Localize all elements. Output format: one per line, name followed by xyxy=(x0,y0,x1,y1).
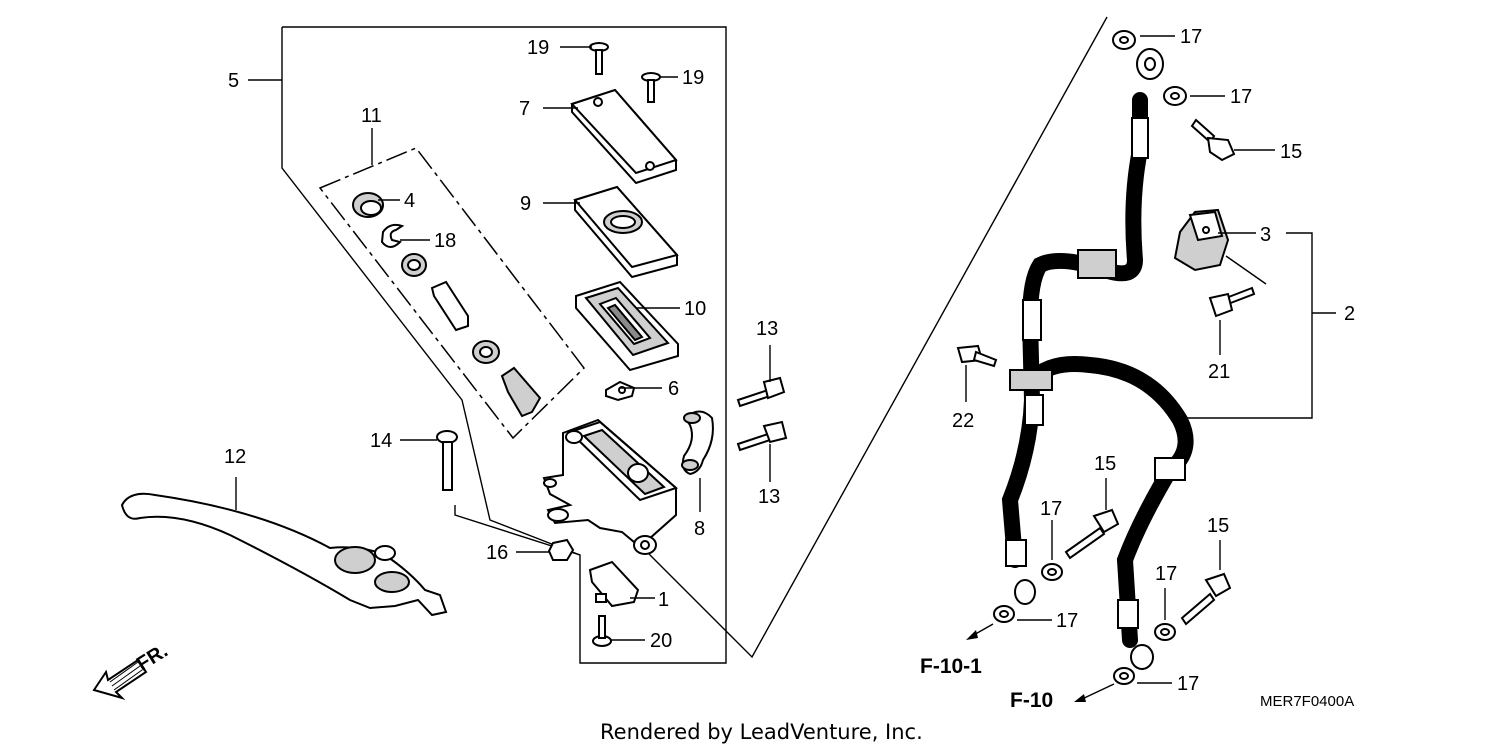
leader-lines xyxy=(235,35,1275,684)
part-label-15-top: 15 xyxy=(1280,141,1302,163)
part-label-11: 11 xyxy=(361,105,382,127)
part-label-15-right: 15 xyxy=(1207,515,1229,537)
part-label-19-left: 19 xyxy=(527,37,549,59)
piston-parts xyxy=(352,192,542,418)
part-label-22: 22 xyxy=(952,410,974,432)
brake-lever xyxy=(120,492,448,617)
part-label-5: 5 xyxy=(228,70,239,92)
holder-clamp xyxy=(681,410,714,476)
diaphragm xyxy=(575,280,679,372)
front-direction-arrow xyxy=(92,658,148,701)
part-label-4: 4 xyxy=(404,190,415,212)
part-label-17-e: 17 xyxy=(1155,563,1177,585)
part-label-16: 16 xyxy=(486,542,508,564)
part-label-1: 1 xyxy=(658,589,669,611)
part-label-17-f: 17 xyxy=(1177,673,1199,695)
credit-text: Rendered by LeadVenture, Inc. xyxy=(600,720,923,744)
part-label-19-right: 19 xyxy=(682,67,704,89)
part-label-8: 8 xyxy=(694,518,705,540)
screw-20 xyxy=(592,615,612,647)
part-label-10: 10 xyxy=(684,298,706,320)
part-label-20: 20 xyxy=(650,630,672,652)
part-label-6: 6 xyxy=(668,378,679,400)
part-labels: 1 2 3 4 5 6 7 8 9 10 11 12 13 13 14 15 1… xyxy=(224,26,1355,695)
piston-kit-outline xyxy=(318,128,585,440)
bolts-13 xyxy=(736,376,788,452)
pivot-bolt xyxy=(436,430,458,491)
part-label-15-mid: 15 xyxy=(1094,453,1116,475)
part-label-12: 12 xyxy=(224,446,246,468)
part-label-18: 18 xyxy=(434,230,456,252)
part-label-9: 9 xyxy=(520,193,531,215)
ref-arrows xyxy=(966,623,1115,702)
diaphragm-plate xyxy=(573,185,679,279)
ref-f10: F-10 xyxy=(1010,689,1053,712)
sealing-washers xyxy=(993,30,1187,685)
reservoir-cap xyxy=(570,88,678,185)
diagram-code: MER7F0400A xyxy=(1260,693,1354,710)
part-label-3: 3 xyxy=(1260,224,1271,246)
brake-hose-assembly xyxy=(1001,48,1194,670)
assembly-outline xyxy=(248,16,1336,664)
hose-bracket xyxy=(1173,208,1230,272)
master-cylinder-body xyxy=(542,418,678,555)
part-label-13-top: 13 xyxy=(756,318,778,340)
screws-19 xyxy=(589,42,661,103)
bolts-misc xyxy=(956,118,1256,626)
part-label-17-a: 17 xyxy=(1180,26,1202,48)
part-label-13-bottom: 13 xyxy=(758,486,780,508)
brake-switch xyxy=(588,560,640,608)
part-label-17-d: 17 xyxy=(1056,610,1078,632)
part-label-14: 14 xyxy=(370,430,392,452)
part-label-17-c: 17 xyxy=(1040,498,1062,520)
part-label-2: 2 xyxy=(1344,303,1355,325)
part-label-21: 21 xyxy=(1208,361,1230,383)
part-label-7: 7 xyxy=(519,98,530,120)
clip xyxy=(605,380,636,402)
ref-f10-1: F-10-1 xyxy=(920,655,982,678)
part-label-17-b: 17 xyxy=(1230,86,1252,108)
nut xyxy=(547,538,575,561)
